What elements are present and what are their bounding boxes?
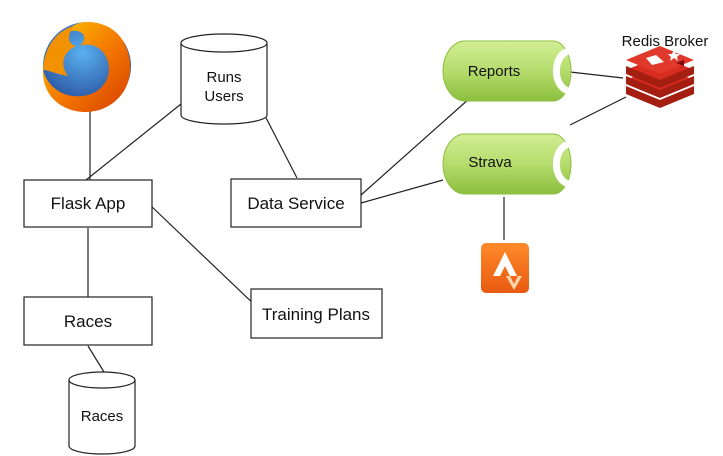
races-service-node: Races: [23, 296, 153, 346]
strava-queue-node: Strava: [442, 133, 572, 195]
races-database: Races: [68, 371, 136, 455]
edge-dataservice-reports: [360, 97, 471, 196]
redis-broker-label: Redis Broker: [622, 33, 709, 50]
connectors: [85, 71, 627, 373]
firefox-icon: [42, 22, 131, 112]
reports-label: Reports: [468, 63, 521, 80]
redis-icon: [626, 46, 694, 108]
reports-queue-node: Reports: [442, 40, 572, 102]
races-service-label: Races: [64, 312, 112, 331]
flask-app-node: Flask App: [23, 179, 153, 228]
data-service-node: Data Service: [230, 178, 362, 228]
training-plans-node: Training Plans: [250, 288, 383, 339]
strava-label: Strava: [468, 154, 512, 171]
runs-label: Runs: [206, 69, 241, 86]
flask-app-label: Flask App: [51, 194, 126, 213]
edge-dataservice-strava: [360, 179, 444, 204]
runs-users-database: Runs Users: [180, 33, 268, 125]
edge-reports-redis: [569, 71, 624, 79]
redis-broker-node: Redis Broker: [622, 33, 709, 108]
edge-runsusers-dataservice: [261, 109, 298, 179]
edge-flask-training: [149, 204, 261, 311]
races-db-label: Races: [81, 408, 124, 425]
users-label: Users: [204, 88, 243, 105]
edge-races-racesdb: [87, 345, 105, 373]
training-plans-label: Training Plans: [262, 305, 370, 324]
data-service-label: Data Service: [247, 194, 344, 213]
strava-icon: [481, 243, 529, 293]
edge-strava-redis: [569, 96, 627, 126]
edge-runsusers-flask: [85, 99, 187, 181]
